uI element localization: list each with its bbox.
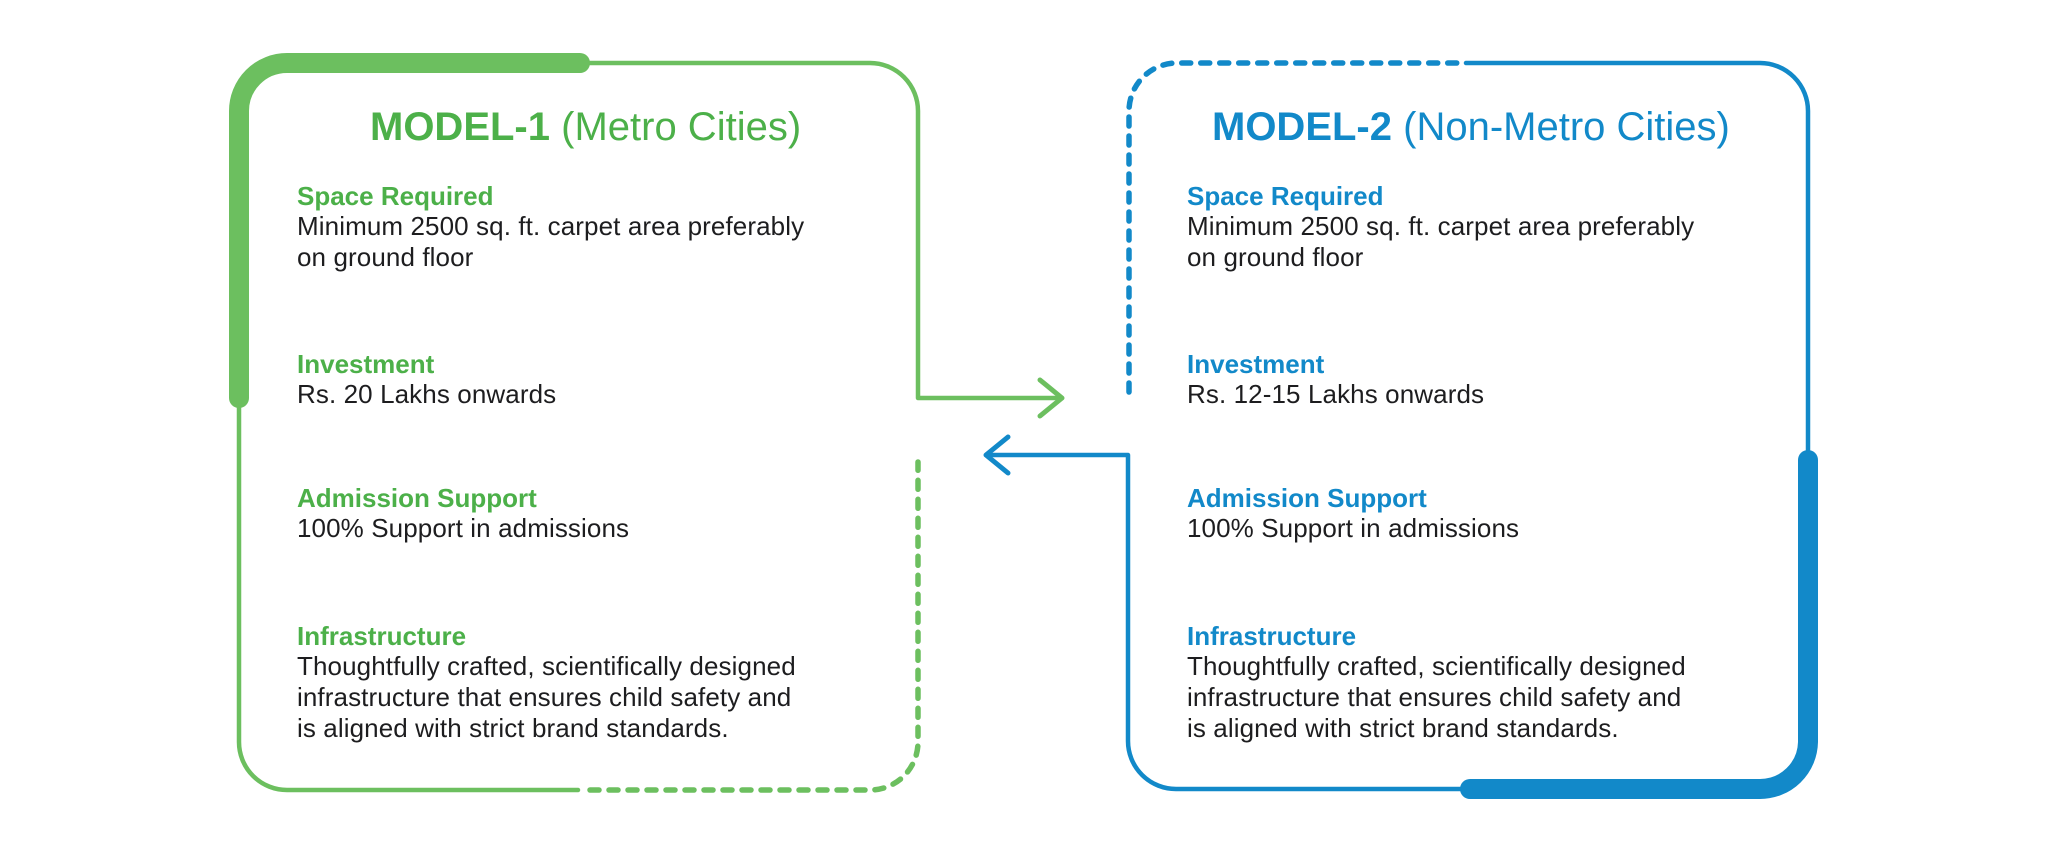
model-1-section-infrastructure: Infrastructure Thoughtfully crafted, sci… [297, 621, 897, 744]
model-1-thin-top-right [577, 60, 1063, 401]
model-2-dotted-top-left [1126, 60, 1463, 395]
model-2-section-infrastructure: Infrastructure Thoughtfully crafted, sci… [1187, 621, 1787, 744]
model-1-name: MODEL-1 [370, 105, 550, 149]
section-text: Thoughtfully crafted, scientifically des… [297, 651, 796, 743]
section-heading: Admission Support [297, 483, 537, 513]
model-1-subtitle: (Metro Cities) [561, 105, 802, 149]
section-text: Rs. 20 Lakhs onwards [297, 379, 557, 409]
arrow-right-icon [1037, 377, 1065, 419]
section-heading: Space Required [1187, 181, 1384, 211]
section-heading: Infrastructure [1187, 621, 1357, 651]
model-1-section-admission: Admission Support 100% Support in admiss… [297, 483, 897, 544]
section-heading: Investment [1187, 349, 1325, 379]
model-2-section-space: Space Required Minimum 2500 sq. ft. carp… [1187, 181, 1787, 273]
model-1-thin-bottom-left [236, 395, 581, 793]
section-text: 100% Support in admissions [1187, 513, 1520, 543]
model-1-frame [229, 53, 1065, 793]
model-1-section-space: Space Required Minimum 2500 sq. ft. carp… [297, 181, 897, 273]
arrow-left-icon [983, 434, 1011, 476]
model-1-title: MODEL-1 (Metro Cities) [370, 104, 801, 150]
section-text: Minimum 2500 sq. ft. carpet area prefera… [297, 211, 805, 272]
section-heading: Space Required [297, 181, 494, 211]
model-2-thin-bottom-left [985, 452, 1473, 792]
section-heading: Infrastructure [297, 621, 467, 651]
model-2-name: MODEL-2 [1212, 105, 1392, 149]
model-2-thin-top-right [1463, 60, 1811, 458]
section-text: Thoughtfully crafted, scientifically des… [1187, 651, 1686, 743]
model-2-frame [983, 60, 1818, 799]
section-heading: Investment [297, 349, 435, 379]
section-text: Minimum 2500 sq. ft. carpet area prefera… [1187, 211, 1695, 272]
model-2-subtitle: (Non-Metro Cities) [1403, 105, 1730, 149]
model-2-section-admission: Admission Support 100% Support in admiss… [1187, 483, 1787, 544]
model-2-accent-stroke [1460, 450, 1818, 799]
section-heading: Admission Support [1187, 483, 1427, 513]
model-1-dotted-bottom-right [587, 459, 921, 793]
model-1-accent-stroke [229, 53, 590, 408]
model-2-title: MODEL-2 (Non-Metro Cities) [1212, 104, 1730, 150]
model-2-section-investment: Investment Rs. 12-15 Lakhs onwards [1187, 349, 1787, 410]
section-text: Rs. 12-15 Lakhs onwards [1187, 379, 1485, 409]
section-text: 100% Support in admissions [297, 513, 630, 543]
model-1-section-investment: Investment Rs. 20 Lakhs onwards [297, 349, 897, 410]
